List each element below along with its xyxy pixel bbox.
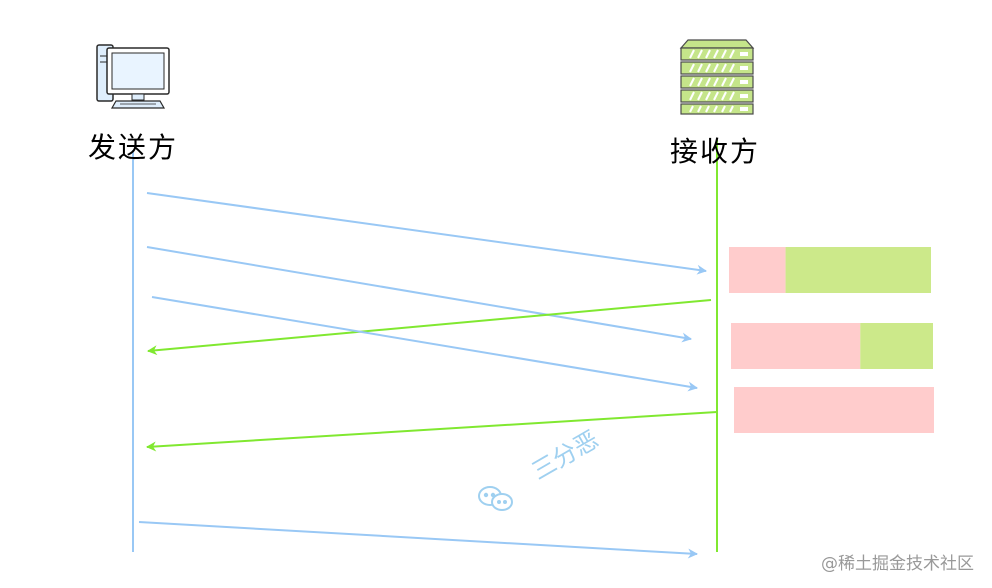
buffer-bar	[729, 247, 931, 293]
data-arrow	[146, 192, 707, 275]
buffer-used-segment	[731, 323, 861, 369]
receiver-label: 接收方	[670, 135, 761, 168]
server-rack-icon	[679, 39, 755, 115]
buffer-free-segment	[860, 323, 933, 369]
data-arrow	[151, 296, 698, 392]
desktop-computer-icon	[96, 44, 170, 109]
ack-arrow	[146, 411, 718, 452]
data-arrow	[146, 246, 692, 343]
ack-arrow	[147, 299, 712, 356]
buffer-used-segment	[729, 247, 786, 293]
wechat-icon	[478, 486, 513, 511]
footer-credit: @稀土掘金技术社区	[821, 554, 974, 574]
buffer-bar	[734, 387, 934, 433]
message-arrows	[138, 192, 718, 559]
sender-label: 发送方	[88, 131, 179, 164]
buffer-free-segment	[785, 247, 931, 293]
data-arrow	[138, 521, 698, 559]
buffer-bar	[731, 323, 933, 369]
buffer-used-segment	[734, 387, 934, 433]
receiver-buffers	[729, 247, 934, 433]
